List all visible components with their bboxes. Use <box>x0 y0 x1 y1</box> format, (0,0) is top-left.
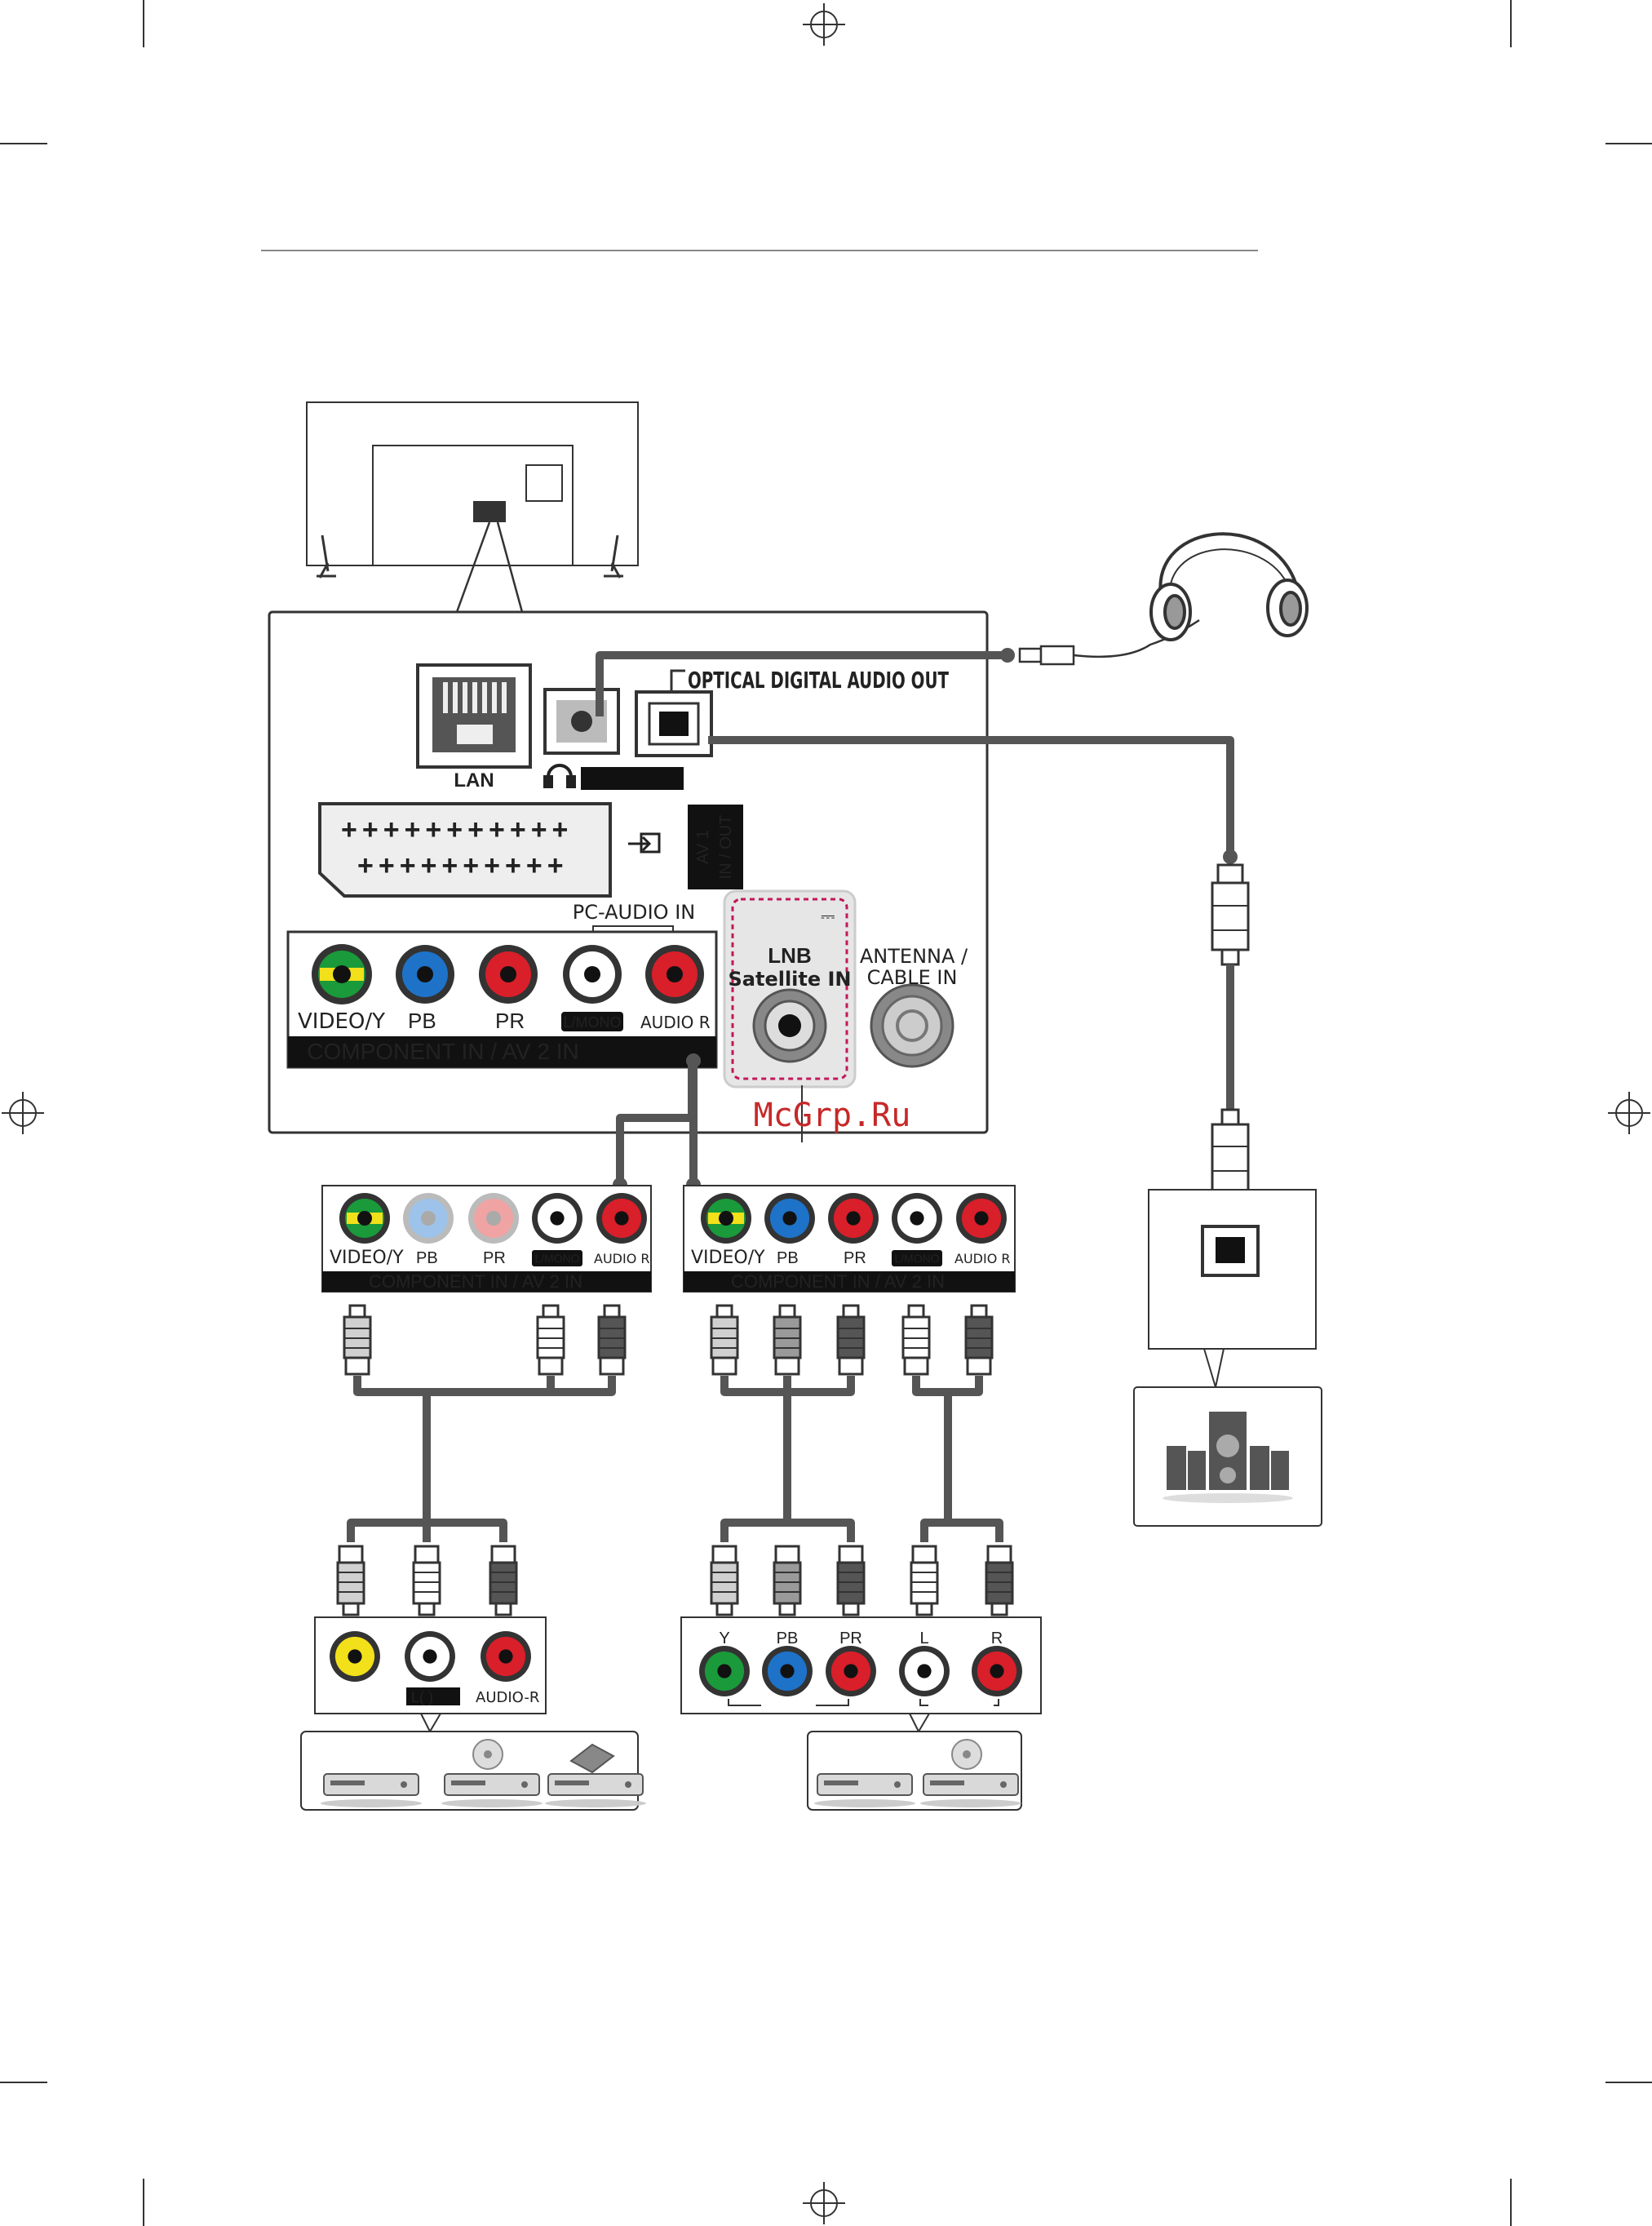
pr-label-b: PR <box>844 1249 866 1267</box>
av1-label: AV 1 <box>694 830 712 864</box>
av-input-icon <box>628 832 661 854</box>
panel-a-jack-r[interactable] <box>596 1193 647 1244</box>
optical-port[interactable] <box>635 690 713 757</box>
lmono-label: L/MONO <box>563 1014 621 1031</box>
jack-l-mono[interactable] <box>563 945 622 1004</box>
jack-audio-r[interactable] <box>645 945 704 1004</box>
lan-port[interactable] <box>416 663 532 769</box>
device-b-jack-y[interactable] <box>699 1646 750 1696</box>
receiver-optical-port[interactable] <box>1201 1225 1260 1277</box>
scart-av1-port[interactable]: +++++++++++ ++++++++++ <box>318 802 612 898</box>
device-composite-panel: L( ) AUDIO-R <box>314 1616 547 1734</box>
component-label-a: COMPONENT IN / AV 2 IN <box>369 1271 582 1292</box>
av1-io-label: IN / OUT <box>717 815 735 880</box>
pb-label-a: PB <box>416 1249 438 1267</box>
jack-video-y[interactable] <box>312 944 372 1004</box>
speaker-system-icon <box>1167 1412 1289 1490</box>
device-a-audio-r-label: AUDIO-R <box>476 1689 539 1706</box>
headphone-cable <box>596 619 1200 716</box>
speaker-system-box <box>1133 1386 1322 1527</box>
registration-mark-right <box>1608 1092 1650 1134</box>
svg-text:+++++++++++: +++++++++++ <box>341 814 573 845</box>
optical-receiver-panel <box>1148 1189 1317 1388</box>
device-a-jack-video[interactable] <box>330 1631 380 1682</box>
device-a-players <box>300 1731 647 1811</box>
pr-label: PR <box>495 1009 525 1033</box>
device-b-players <box>807 1731 1022 1811</box>
lnb-label: LNB <box>768 943 811 968</box>
jack-pb[interactable] <box>396 945 454 1004</box>
audio-r-label: AUDIO R <box>640 1013 711 1032</box>
headphone-label-bar <box>581 767 684 790</box>
jack-pr[interactable] <box>479 945 538 1004</box>
optical-label: OPTICAL DIGITAL AUDIO OUT <box>688 667 949 694</box>
video-y-label-a: VIDEO/Y <box>330 1248 404 1268</box>
device-b-jack-pb[interactable] <box>762 1646 813 1696</box>
device-a-l-label: L( ) <box>411 1689 433 1705</box>
tv-port-panel: LAN OPTICAL DIGITAL AUDIO OUT ++++++++++… <box>268 610 989 1142</box>
panel-b-jack-l[interactable] <box>892 1193 942 1244</box>
lmono-label-box <box>561 1012 623 1031</box>
plugs-lower-a <box>336 1518 518 1616</box>
panel-a-jack-l[interactable] <box>532 1193 582 1244</box>
av1-label-box <box>688 805 743 889</box>
component-av2-group: COMPONENT IN / AV 2 IN VIDEO/Y PB PR L/M… <box>286 930 718 1069</box>
device-b-pr-label: PR <box>839 1630 862 1647</box>
lmono-label-a: L/MONO <box>534 1252 579 1265</box>
lnb-satellite-port[interactable] <box>723 889 857 1089</box>
component-label: COMPONENT IN / AV 2 IN <box>307 1039 578 1064</box>
device-b-jack-l[interactable] <box>899 1646 950 1696</box>
av2-composite-panel: COMPONENT IN / AV 2 IN VIDEO/Y PB PR L/M… <box>321 1185 652 1293</box>
plugs-upper-a <box>343 1304 627 1518</box>
registration-mark-bottom <box>803 2182 845 2224</box>
antenna-label: ANTENNA / <box>860 945 968 968</box>
registration-mark-top <box>803 3 845 46</box>
pr-label-a: PR <box>483 1249 506 1267</box>
device-b-jack-r[interactable] <box>972 1646 1022 1696</box>
device-b-jack-pr[interactable] <box>826 1646 876 1696</box>
lan-label: LAN <box>454 769 494 792</box>
device-a-jack-l[interactable] <box>405 1631 455 1682</box>
antenna-cable-port[interactable] <box>870 983 954 1068</box>
cable-in-label: CABLE IN <box>867 966 958 989</box>
registration-mark-left <box>2 1092 44 1134</box>
device-b-r-label: R <box>991 1630 1003 1647</box>
plugs-lower-b <box>710 1518 1014 1616</box>
panel-b-jack-pr[interactable] <box>828 1193 879 1244</box>
plugs-upper-b <box>710 1304 994 1518</box>
device-b-pb-label: PB <box>777 1630 799 1647</box>
device-b-y-label: Y <box>719 1630 729 1647</box>
svg-text:++++++++++: ++++++++++ <box>357 850 569 881</box>
video-y-label-b: VIDEO/Y <box>691 1248 765 1268</box>
device-component-panel: Y PB PR L R <box>680 1616 1042 1734</box>
tv-back-thumbnail <box>306 401 639 613</box>
pb-label-b: PB <box>777 1249 799 1267</box>
lnb-satellite-label: Satellite IN <box>728 968 851 991</box>
pc-audio-label: PC-AUDIO IN <box>573 901 695 924</box>
lmono-label-b: L/MONO <box>894 1252 939 1265</box>
headphones-icon <box>1149 532 1309 641</box>
audio-r-label-a: AUDIO R <box>594 1251 650 1266</box>
device-b-l-label: L <box>919 1630 928 1647</box>
device-a-jack-r[interactable] <box>481 1631 531 1682</box>
av2-component-panel: COMPONENT IN / AV 2 IN VIDEO/Y PB PR L/M… <box>683 1185 1016 1293</box>
video-y-label: VIDEO/Y <box>298 1009 385 1034</box>
headphone-port[interactable] <box>543 688 620 755</box>
pb-label: PB <box>408 1009 436 1033</box>
dc-mark: ⎓ <box>821 906 835 926</box>
component-label-b: COMPONENT IN / AV 2 IN <box>731 1271 945 1292</box>
panel-b-jack-r[interactable] <box>956 1193 1007 1244</box>
watermark: McGrp.Ru <box>754 1097 911 1134</box>
audio-r-label-b: AUDIO R <box>954 1251 1011 1266</box>
panel-b-jack-pb[interactable] <box>764 1193 815 1244</box>
headphone-icon <box>543 764 576 788</box>
